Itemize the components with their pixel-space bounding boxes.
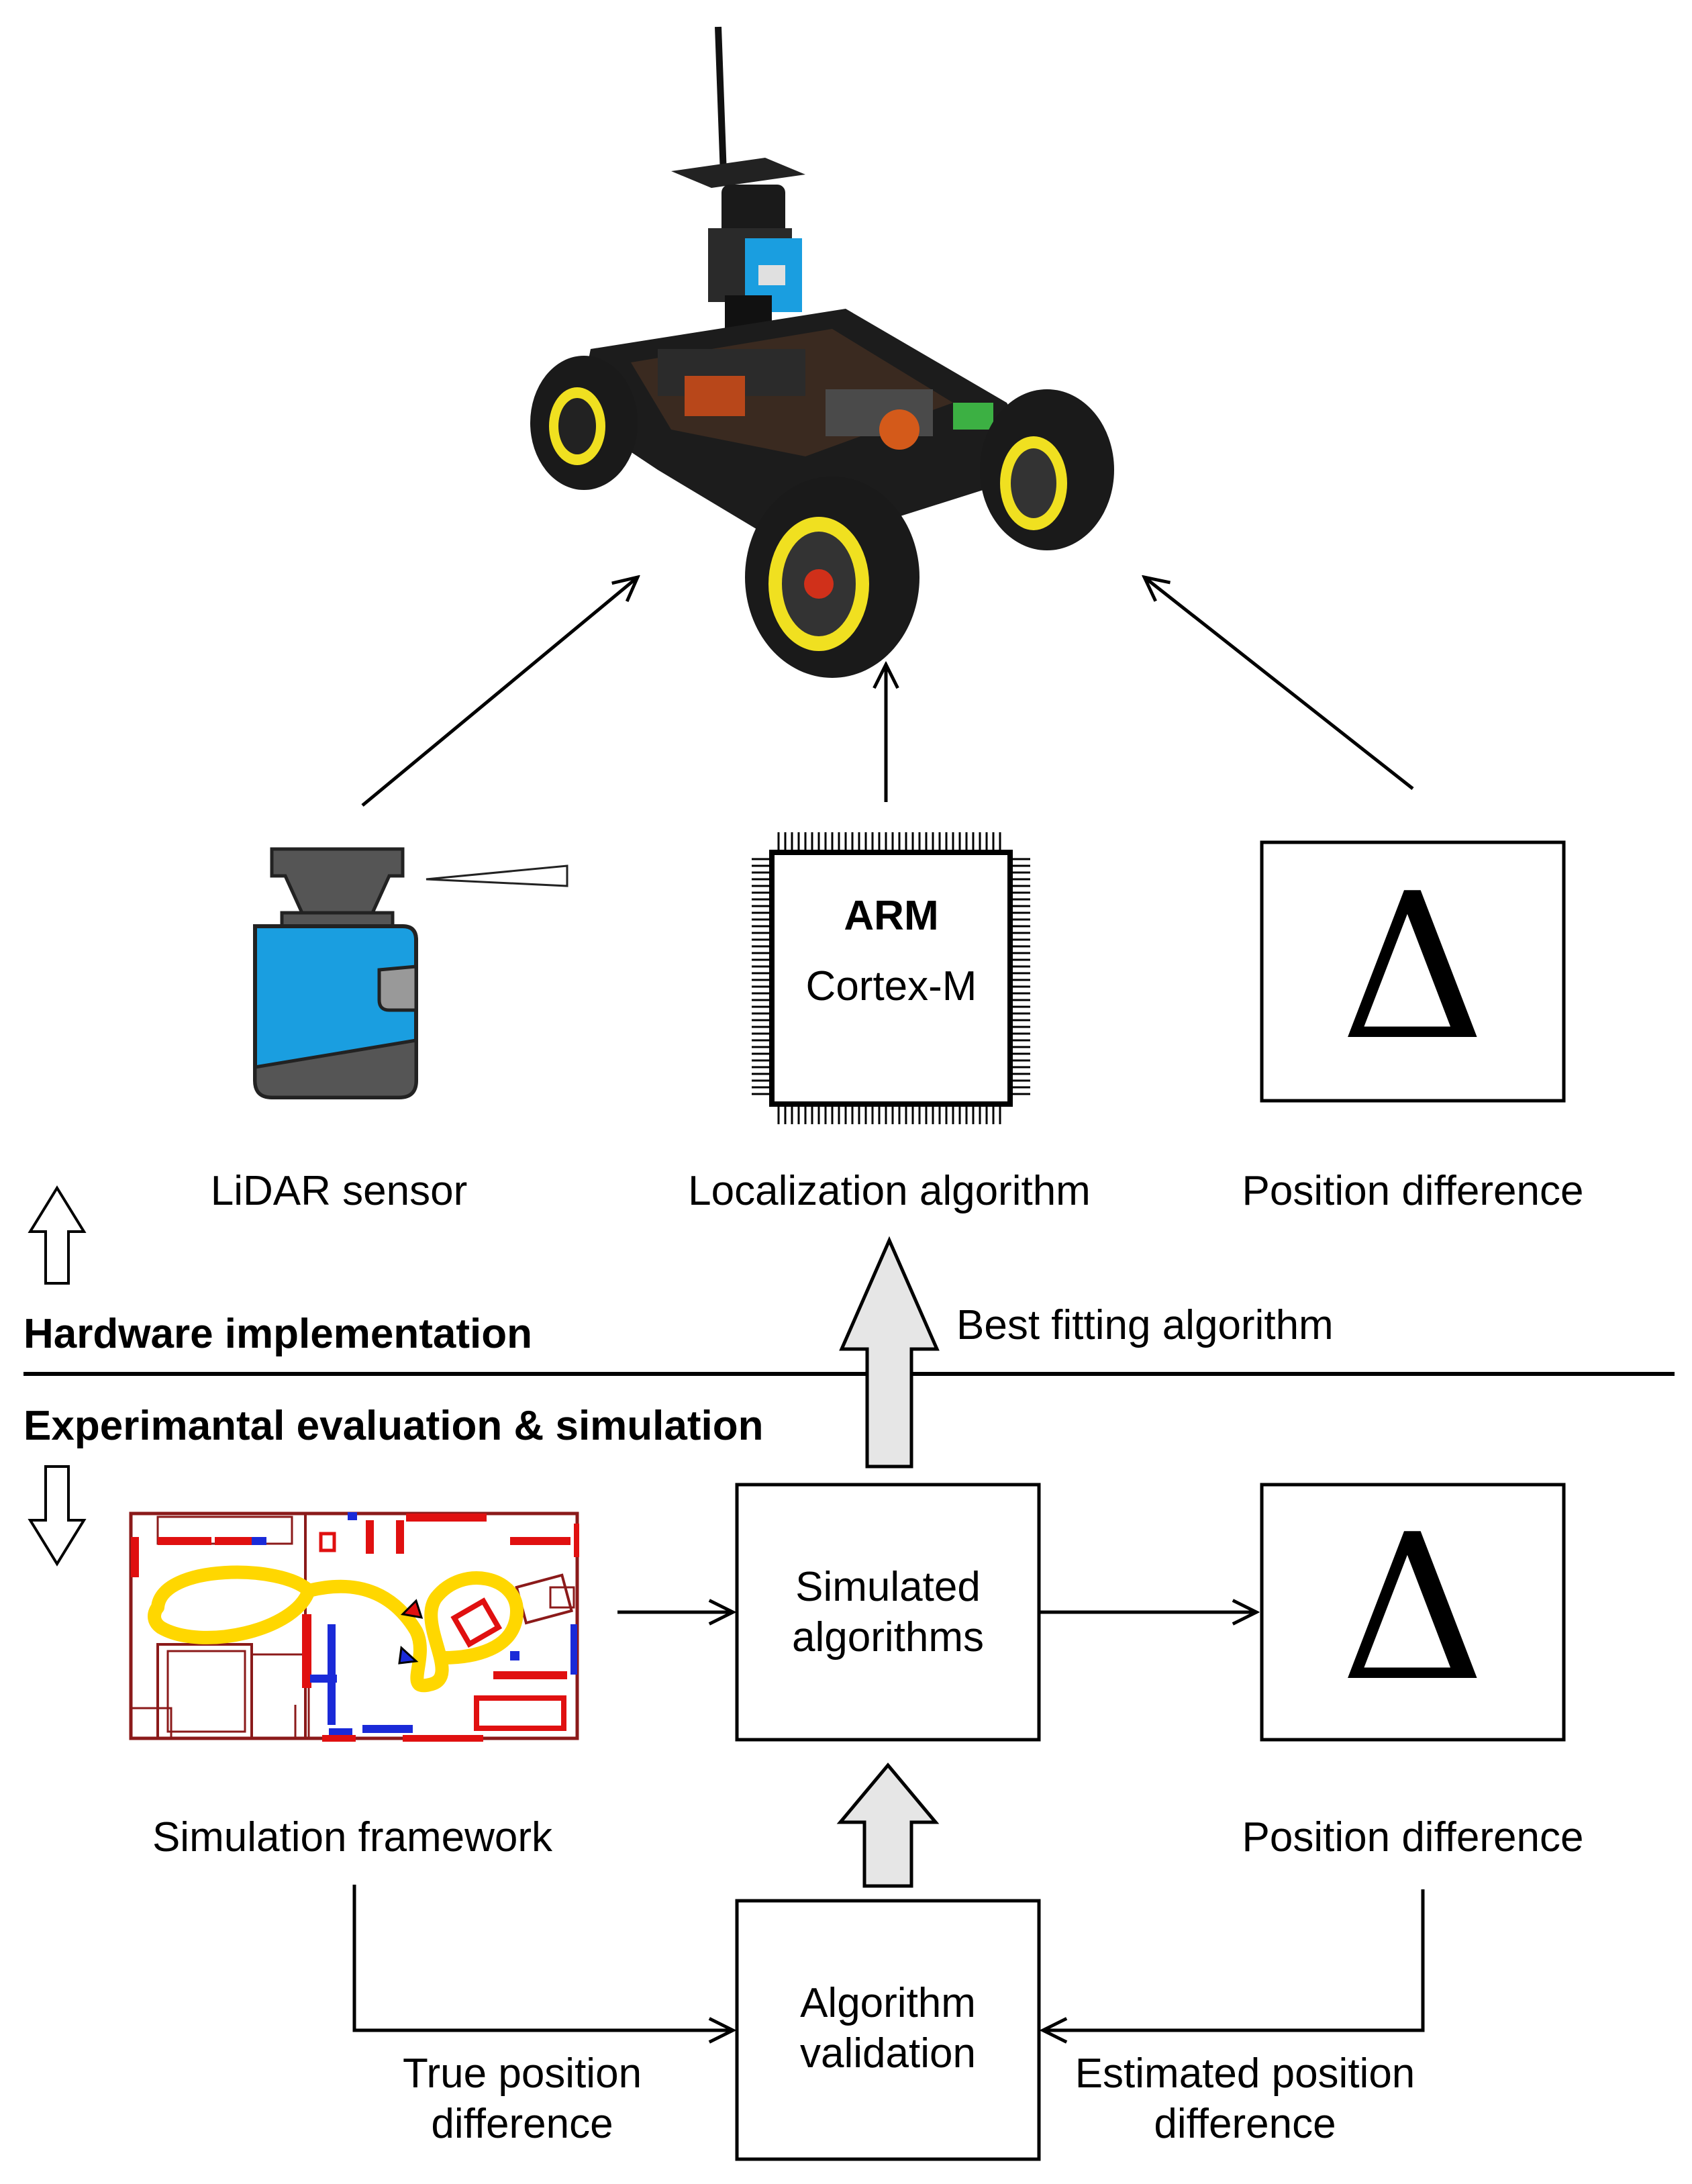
- position-difference-box-top: [1260, 840, 1566, 1103]
- simulated-algorithms-box: [735, 1483, 1041, 1742]
- arm-chip-icon: ARM Cortex-M: [752, 832, 1030, 1124]
- arrow-lidar-to-car: [361, 577, 638, 807]
- localization-algorithm-label: Localization algorithm: [688, 1168, 1091, 1214]
- arrow-true-position: [352, 1885, 733, 2030]
- lidar-sensor-icon: [253, 847, 568, 1099]
- estimated-position-line2: difference: [1154, 2101, 1336, 2147]
- position-difference-label-top: Position difference: [1242, 1168, 1584, 1214]
- true-position-line2: difference: [431, 2101, 613, 2147]
- estimated-position-line1: Estimated position: [1075, 2050, 1415, 2097]
- simulation-map-image: [129, 1511, 579, 1742]
- position-difference-label-bottom: Position difference: [1242, 1814, 1584, 1860]
- true-position-line1: True position: [403, 2050, 642, 2097]
- position-difference-box-bottom: [1260, 1483, 1566, 1742]
- best-fitting-algorithm-label: Best fitting algorithm: [956, 1302, 1334, 1348]
- arrow-position-diff-to-car: [1144, 577, 1414, 790]
- validation-up-arrow: [836, 1763, 940, 1888]
- hardware-implementation-label: Hardware implementation: [23, 1311, 532, 1357]
- lidar-sensor-label: LiDAR sensor: [211, 1168, 467, 1214]
- arrow-estimated-position: [1043, 1889, 1425, 2030]
- robot-car-image: [530, 26, 1114, 678]
- algorithm-validation-box: [735, 1899, 1041, 2161]
- best-fitting-arrow: [839, 1236, 940, 1469]
- delta-symbol-top: Δ: [1340, 850, 1486, 1085]
- simulation-framework-label: Simulation framework: [152, 1814, 553, 1860]
- simulated-algorithms-line1: Simulated: [795, 1564, 981, 1610]
- simulated-algorithms-line2: algorithms: [792, 1614, 984, 1660]
- algorithm-validation-line1: Algorithm: [800, 1980, 976, 2026]
- chip-brand: ARM: [844, 893, 938, 939]
- experimental-evaluation-label: Experimantal evaluation & simulation: [23, 1403, 764, 1449]
- chip-model: Cortex-M: [806, 963, 977, 1009]
- algorithm-validation-line2: validation: [800, 2030, 976, 2077]
- down-arrow-icon: [28, 1465, 87, 1567]
- delta-symbol-bottom: Δ: [1340, 1491, 1486, 1726]
- up-arrow-icon: [28, 1185, 87, 1285]
